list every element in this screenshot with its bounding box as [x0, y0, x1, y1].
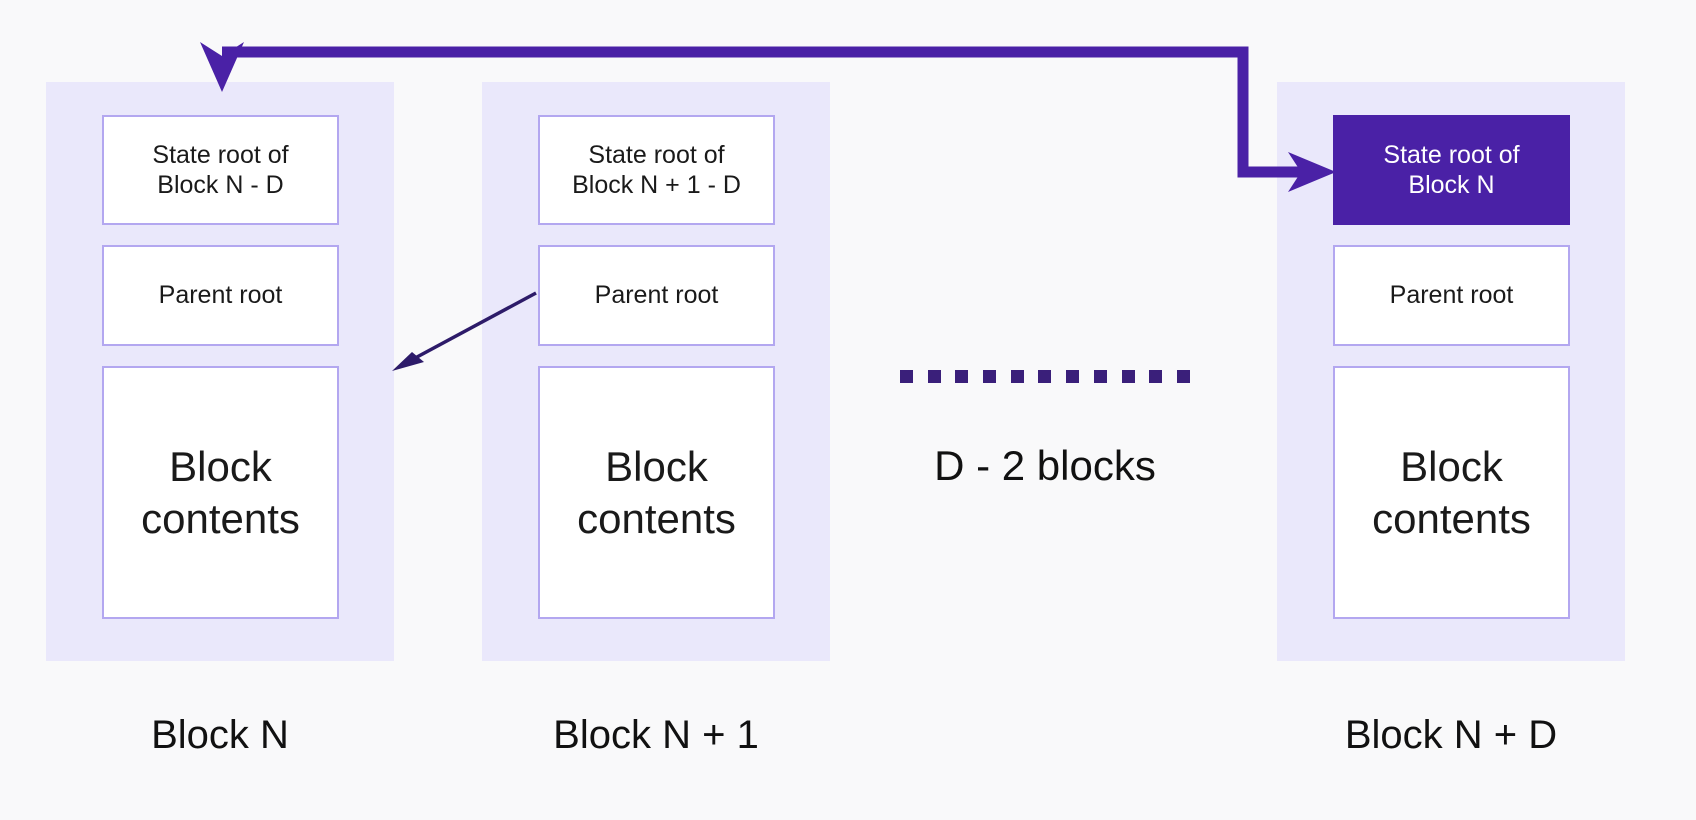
gap-label-d-minus-2-blocks: D - 2 blocks — [934, 442, 1156, 489]
column-label-block-n-plus-1: Block N + 1 — [553, 712, 759, 757]
ellipsis-dot — [955, 369, 969, 383]
cell-parent-root-block-n-plus-d: Parent root — [1333, 245, 1570, 346]
cell-state-root-block-n-plus-1: State root of Block N + 1 - D — [538, 115, 775, 225]
column-label-block-n: Block N — [151, 712, 289, 757]
ellipsis-dot — [1066, 369, 1080, 383]
ellipsis-dot — [927, 369, 941, 383]
cell-state-root-block-n-plus-d: State root of Block N — [1333, 115, 1570, 225]
cell-block-contents-block-n-plus-1: Block contents — [538, 366, 775, 619]
ellipsis-dot — [1149, 369, 1163, 383]
cell-block-contents-block-n: Block contents — [102, 366, 339, 619]
ellipsis-dot — [1038, 369, 1052, 383]
ellipsis-dot — [1121, 369, 1135, 383]
column-label-block-n-plus-d: Block N + D — [1344, 712, 1558, 757]
cell-block-contents-block-n-plus-d: Block contents — [1333, 366, 1570, 619]
ellipsis-dot — [900, 369, 913, 383]
ellipsis-dot — [1176, 369, 1190, 383]
ellipsis-dots — [900, 369, 1190, 383]
ellipsis-dot — [1010, 369, 1024, 383]
ellipsis-dot — [983, 369, 997, 383]
cell-parent-root-block-n: Parent root — [102, 245, 339, 346]
cell-parent-root-block-n-plus-1: Parent root — [538, 245, 775, 346]
cell-state-root-block-n: State root of Block N - D — [102, 115, 339, 225]
ellipsis-dot — [1093, 369, 1107, 383]
